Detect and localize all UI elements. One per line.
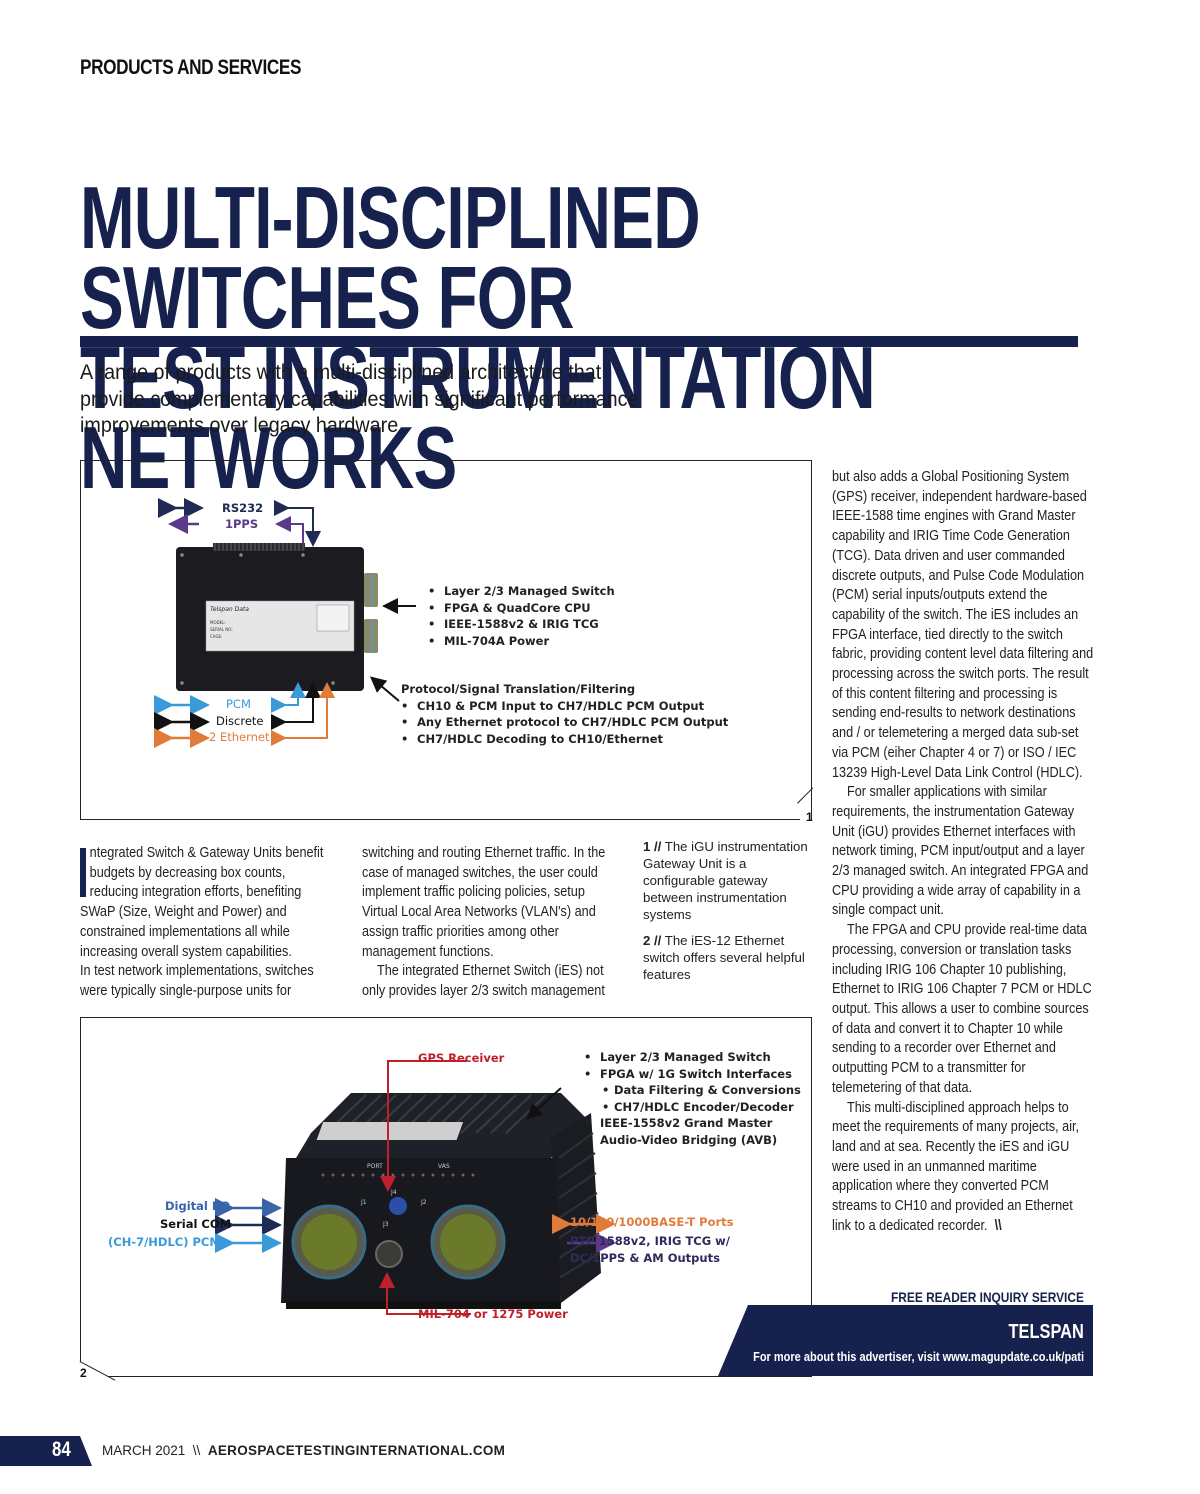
features-pointer-arrow <box>526 1087 562 1120</box>
inquiry-link[interactable]: For more about this advertiser, visit ww… <box>753 1350 1084 1364</box>
inquiry-box <box>718 1305 1093 1376</box>
footer-text: MARCH 2021 \\ AEROSPACETESTINGINTERNATIO… <box>102 1443 505 1458</box>
figure-1-border <box>80 819 800 820</box>
headline: MULTI-DISCIPLINED SWITCHES FOR TEST INST… <box>80 168 1049 507</box>
igu-device-image: Telspan Data MODEL: SERIAL NO: CAGE: <box>176 543 378 691</box>
digital-io-label: Digital I/O <box>165 1199 231 1213</box>
translation-item: CH7/HDLC Decoding to CH10/Ethernet <box>401 731 728 748</box>
rs232-route-arrow <box>274 500 321 547</box>
dropcap-i <box>80 848 86 897</box>
headline-line-2: TEST INSTRUMENTATION NETWORKS <box>80 328 876 507</box>
translation-item: Any Ethernet protocol to CH7/HDLC PCM Ou… <box>401 714 728 731</box>
1pps-route-arrow <box>275 516 304 544</box>
ptp-label-line-2: DC/1PPS & AM Outputs <box>570 1251 720 1265</box>
figure-1-border <box>80 460 81 820</box>
figure-2-border <box>80 1017 81 1362</box>
feature-subitem: Data Filtering & Conversions <box>584 1082 801 1099</box>
end-mark: \\ <box>994 1217 1002 1234</box>
gps-receiver-label: GPS Receiver <box>418 1051 505 1065</box>
headline-rule <box>80 336 1078 347</box>
paragraph: The integrated Ethernet Switch (iES) not… <box>362 963 605 999</box>
footer-page-tab <box>0 1436 92 1466</box>
feature-item: Audio-Video Bridging (AVB) <box>584 1132 801 1149</box>
section-label: PRODUCTS AND SERVICES <box>80 56 302 79</box>
figure-captions: 1 // The iGU instrumentation Gateway Uni… <box>643 838 813 992</box>
svg-text:J4: J4 <box>390 1189 397 1196</box>
body-column-3: but also adds a Global Positioning Syste… <box>832 468 1094 1236</box>
paragraph: switching and routing Ethernet traffic. … <box>362 845 606 960</box>
feature-item: Layer 2/3 Managed Switch <box>584 1049 801 1066</box>
inquiry-company: TELSPAN <box>1008 1321 1084 1343</box>
svg-text:MODEL:: MODEL: <box>210 620 226 625</box>
paragraph: The FPGA and CPU provide real-time data … <box>832 922 1092 1096</box>
caption-number: 1 // <box>643 839 662 854</box>
ethernet-label: 2 Ethernet <box>209 730 270 744</box>
figure-2-number: 2 <box>80 1366 87 1380</box>
figure-1-number: 1 <box>806 810 813 824</box>
paragraph: This multi-disciplined approach helps to… <box>832 1099 1094 1237</box>
caption-1: 1 // The iGU instrumentation Gateway Uni… <box>643 838 813 923</box>
ptp-label-line-1: PTP 1588v2, IRIG TCG w/ <box>570 1234 730 1248</box>
paragraph: SWaP (Size, Weight and Power) and constr… <box>80 904 292 960</box>
rs232-label: RS232 <box>222 501 264 515</box>
body-column-1: ntegrated Switch & Gateway Units benefit… <box>80 844 331 1002</box>
standfirst: A range of products with a multi-discipl… <box>80 361 639 437</box>
ethernet-route-arrow <box>271 682 335 746</box>
svg-text:VAS: VAS <box>438 1163 450 1170</box>
feature-subitem: CH7/HDLC Encoder/Decoder <box>584 1099 801 1116</box>
feature-item: IEEE-1588v2 & IRIG TCG <box>428 616 615 633</box>
feature-item: FPGA & QuadCore CPU <box>428 600 615 617</box>
feature-item: Layer 2/3 Managed Switch <box>428 583 615 600</box>
figure-1-translation: Protocol/Signal Translation/Filtering CH… <box>401 681 728 747</box>
body-column-2: switching and routing Ethernet traffic. … <box>362 844 613 1002</box>
caption-number: 2 // <box>643 933 662 948</box>
paragraph: ntegrated Switch & Gateway Units benefit… <box>89 845 324 901</box>
footer-issue: MARCH 2021 <box>102 1443 186 1458</box>
svg-text:CAGE:: CAGE: <box>210 634 222 639</box>
headline-line-1: MULTI-DISCIPLINED SWITCHES FOR <box>80 168 701 347</box>
paragraph: For smaller applications with similar re… <box>832 784 1089 919</box>
translation-title: Protocol/Signal Translation/Filtering <box>401 682 636 696</box>
paragraph-text: This multi-disciplined approach helps to… <box>832 1099 1080 1234</box>
caption-text: The iGU instrumentation Gateway Unit is … <box>643 839 808 922</box>
ethernet-ports-label: 10/100/1000BASE-T Ports <box>570 1215 734 1229</box>
power-pointer-arrow <box>379 1272 471 1315</box>
caption-text: The iES-12 Ethernet switch offers severa… <box>643 933 805 982</box>
svg-text:J3: J3 <box>382 1221 389 1228</box>
page-number: 84 <box>52 1438 71 1461</box>
svg-text:PORT: PORT <box>367 1163 383 1170</box>
translation-pointer-arrow <box>369 676 400 702</box>
caption-2: 2 // The iES-12 Ethernet switch offers s… <box>643 932 813 983</box>
device-brand-label: Telspan Data <box>210 606 249 613</box>
inquiry-label: FREE READER INQUIRY SERVICE <box>891 1289 1084 1305</box>
pcm-label: (CH-7/HDLC) PCM <box>108 1235 221 1249</box>
figure-1-diagram: Telspan Data MODEL: SERIAL NO: CAGE: <box>154 498 416 748</box>
serial-com-label: Serial COM <box>160 1217 232 1231</box>
svg-text:SERIAL NO:: SERIAL NO: <box>210 627 233 632</box>
feature-item: IEEE-1558v2 Grand Master <box>584 1115 801 1132</box>
gps-pointer-arrow <box>380 1060 467 1192</box>
svg-text:J2: J2 <box>420 1199 427 1206</box>
1pps-label: 1PPS <box>225 517 259 531</box>
power-label: MIL-704 or 1275 Power <box>418 1307 568 1321</box>
figure-2-frame <box>80 1017 812 1377</box>
paragraph: but also adds a Global Positioning Syste… <box>832 469 1094 781</box>
feature-item: MIL-704A Power <box>428 633 615 650</box>
footer-site[interactable]: AEROSPACETESTINGINTERNATIONAL.COM <box>207 1443 506 1458</box>
feature-item: FPGA w/ 1G Switch Interfaces <box>584 1066 801 1083</box>
discrete-label: Discrete <box>216 714 264 728</box>
pcm-label: PCM <box>226 697 251 711</box>
figure-2-features: Layer 2/3 Managed Switch FPGA w/ 1G Swit… <box>584 1049 801 1148</box>
figure-1-frame <box>80 460 812 820</box>
translation-item: CH10 & PCM Input to CH7/HDLC PCM Output <box>401 698 728 715</box>
figure-2-border <box>108 1376 812 1377</box>
footer-separator: \\ <box>192 1443 201 1458</box>
figure-1-features: Layer 2/3 Managed Switch FPGA & QuadCore… <box>428 583 615 649</box>
paragraph: In test network implementations, switche… <box>80 963 314 999</box>
svg-text:J1: J1 <box>360 1199 367 1206</box>
